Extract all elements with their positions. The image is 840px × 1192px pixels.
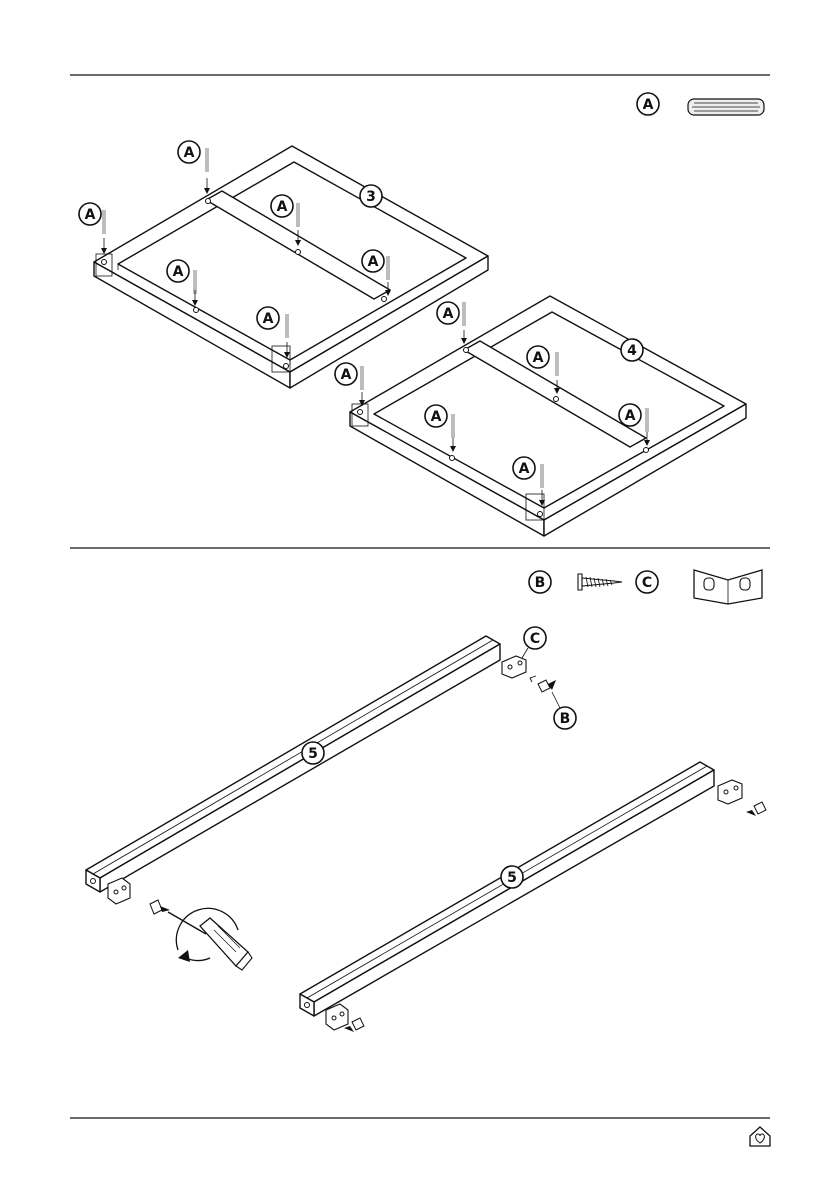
- hardware-callouts: C B: [522, 627, 576, 729]
- angle-bracket-icon: [694, 570, 762, 604]
- rail-5-right: 5: [300, 762, 766, 1032]
- dowel-callout: A: [79, 203, 107, 254]
- dowel-callout-label: A: [443, 306, 454, 322]
- frame-4-number: 4: [627, 343, 637, 359]
- screw-icon: [538, 680, 556, 692]
- bracket-rail-right-top: [718, 780, 742, 804]
- dowel-callout-label: A: [533, 350, 544, 366]
- dowel-callout: A: [178, 141, 210, 194]
- rail-5-left: 5: [86, 636, 526, 904]
- screw-icon: [150, 900, 170, 914]
- rail-right-number: 5: [507, 870, 517, 886]
- dowel-callout: A: [335, 363, 365, 406]
- dowel-callout-label: A: [277, 199, 288, 215]
- bracket-callout-label: C: [530, 631, 540, 647]
- screwdriver-icon: [150, 900, 252, 970]
- screw-icon: [746, 802, 766, 816]
- dowel-callout: A: [437, 302, 467, 344]
- rail-left-number: 5: [308, 746, 318, 762]
- house-heart-logo-icon: [750, 1127, 770, 1146]
- frame-3: 3: [94, 146, 488, 388]
- legend-hardware: B C: [529, 570, 762, 604]
- dowel-callout-label: A: [263, 311, 274, 327]
- legend-c-label: C: [642, 575, 652, 591]
- dowel-callout-label: A: [184, 145, 195, 161]
- legend-dowel: A: [637, 93, 764, 115]
- legend-b-label: B: [535, 575, 546, 591]
- dowel-callout-label: A: [341, 367, 352, 383]
- bracket-rail-left-top: [502, 656, 526, 678]
- frame-3-number: 3: [366, 189, 376, 205]
- screw-callout-label: B: [560, 711, 571, 727]
- dowel-callout-label: A: [85, 207, 96, 223]
- dowel-icon: [688, 99, 764, 115]
- screw-icon: [578, 574, 622, 590]
- dowel-callout-label: A: [431, 409, 442, 425]
- dowel-callout-label: A: [173, 264, 184, 280]
- dowel-callout-label: A: [519, 461, 530, 477]
- frame-4: 4: [350, 296, 746, 536]
- legend-a-label: A: [643, 97, 654, 113]
- dowel-callout-label: A: [368, 254, 379, 270]
- dowel-callout-label: A: [625, 408, 636, 424]
